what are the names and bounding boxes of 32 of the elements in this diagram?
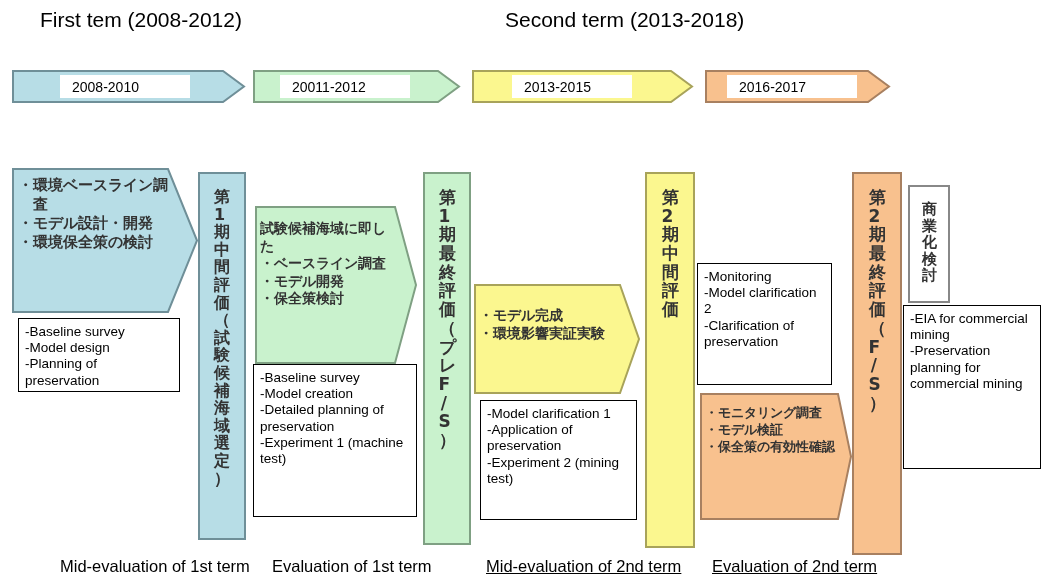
task-text: ・保全策の有効性確認 [705,438,836,456]
milestone-bar: 第1期最終評価（プレF/S） [423,172,471,545]
note-box: -EIA for commercial mining -Preservation planning for commercial mining [903,305,1041,469]
period-label: 2013-2015 [512,75,632,98]
task-text: 試験候補海域に即した [260,220,387,256]
milestone-bar: 第1期中間評価（試験候補海域選定） [198,172,246,540]
milestone-bar: 第2期最終評価（F/S） [852,172,902,555]
task-text: ・モデル完成 [479,306,564,325]
milestone-bar: 第2期中間評価 [645,172,695,548]
term-heading: Second term (2013-2018) [505,8,745,32]
task-text: ・モデル検証 [705,421,784,439]
task-text: ・環境ベースライン調査 [18,176,169,214]
task-text: ・モデル開発 [260,272,345,291]
evaluation-label: Mid-evaluation of 2nd term [486,557,682,576]
task-text: ・モデル設計・開発 [18,213,154,233]
task-text: ・環境保全策の検討 [18,232,154,252]
evaluation-label: Evaluation of 1st term [272,557,432,576]
note-box: -Baseline survey -Model design -Planning of preservation [18,318,180,392]
period-label: 20011-2012 [280,75,410,98]
period-label: 2008-2010 [60,75,190,98]
task-text: ・ベースライン調査 [260,255,387,273]
evaluation-label: Evaluation of 2nd term [712,557,878,576]
milestone-bar: 商業化検討 [908,185,950,303]
task-text: ・モニタリング調査 [705,405,823,422]
task-text: ・環境影響実証実験 [479,324,606,343]
note-box: -Monitoring -Model clarification 2 -Clarification of preservation [697,263,832,385]
period-label: 2016-2017 [727,75,857,98]
evaluation-label: Mid-evaluation of 1st term [60,557,250,576]
note-box: -Model clarification 1 -Application of preservation -Experiment 2 (mining test) [480,400,637,520]
note-box: -Baseline survey -Model creation -Detailed planning of preservation -Experiment 1 (machine test) [253,364,417,517]
task-text: ・保全策検討 [260,290,345,308]
term-heading: First tem (2008-2012) [40,8,242,32]
